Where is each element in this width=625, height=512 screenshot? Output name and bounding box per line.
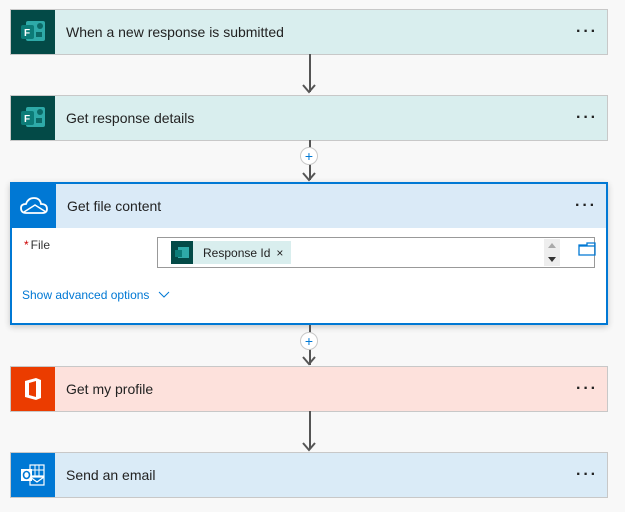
forms-icon — [171, 241, 193, 264]
arrow-down-icon — [302, 84, 316, 94]
step-title: When a new response is submitted — [66, 24, 284, 40]
forms-icon: F — [11, 10, 55, 54]
file-input[interactable]: Response Id × — [157, 237, 595, 268]
scroll-spinner[interactable] — [544, 239, 560, 266]
svg-text:F: F — [24, 114, 30, 125]
step-card-get-my-profile[interactable]: Get my profile ··· — [10, 366, 608, 412]
svg-text:F: F — [24, 28, 30, 39]
office-icon — [11, 367, 55, 411]
arrow-down-icon — [302, 172, 316, 182]
arrow-down-icon — [302, 442, 316, 452]
dynamic-content-token[interactable]: Response Id × — [171, 241, 292, 264]
connector-line — [309, 54, 311, 92]
add-step-button[interactable]: + — [300, 147, 318, 165]
forms-icon: F — [11, 96, 55, 140]
more-options-button[interactable]: ··· — [576, 23, 598, 40]
step-title: Get file content — [67, 198, 162, 214]
step-card-send-email[interactable]: Send an email ··· — [10, 452, 608, 498]
step-card-get-response[interactable]: F Get response details ··· — [10, 95, 608, 141]
show-advanced-options-link[interactable]: Show advanced options — [22, 288, 170, 302]
more-options-button[interactable]: ··· — [576, 109, 598, 126]
chevron-down-icon — [158, 291, 170, 298]
step-card-trigger[interactable]: F When a new response is submitted ··· — [10, 9, 608, 55]
step-title: Send an email — [66, 467, 156, 483]
connector-line — [309, 411, 311, 449]
add-step-button[interactable]: + — [300, 332, 318, 350]
remove-token-button[interactable]: × — [276, 245, 284, 260]
step-title: Get response details — [66, 110, 195, 126]
token-label: Response Id — [203, 245, 271, 260]
step-title: Get my profile — [66, 381, 154, 397]
more-options-button[interactable]: ··· — [575, 197, 597, 214]
advanced-label: Show advanced options — [22, 288, 150, 302]
step-card-get-file-content[interactable]: Get file content ··· *File Response Id ×… — [10, 182, 608, 325]
onedrive-icon — [12, 184, 56, 228]
more-options-button[interactable]: ··· — [576, 380, 598, 397]
arrow-down-icon — [302, 356, 316, 366]
file-field-label: *File — [24, 238, 50, 252]
folder-picker-icon[interactable] — [578, 242, 596, 256]
required-mark: * — [24, 238, 29, 252]
file-label: File — [30, 238, 51, 252]
more-options-button[interactable]: ··· — [576, 466, 598, 483]
outlook-icon — [11, 453, 55, 497]
